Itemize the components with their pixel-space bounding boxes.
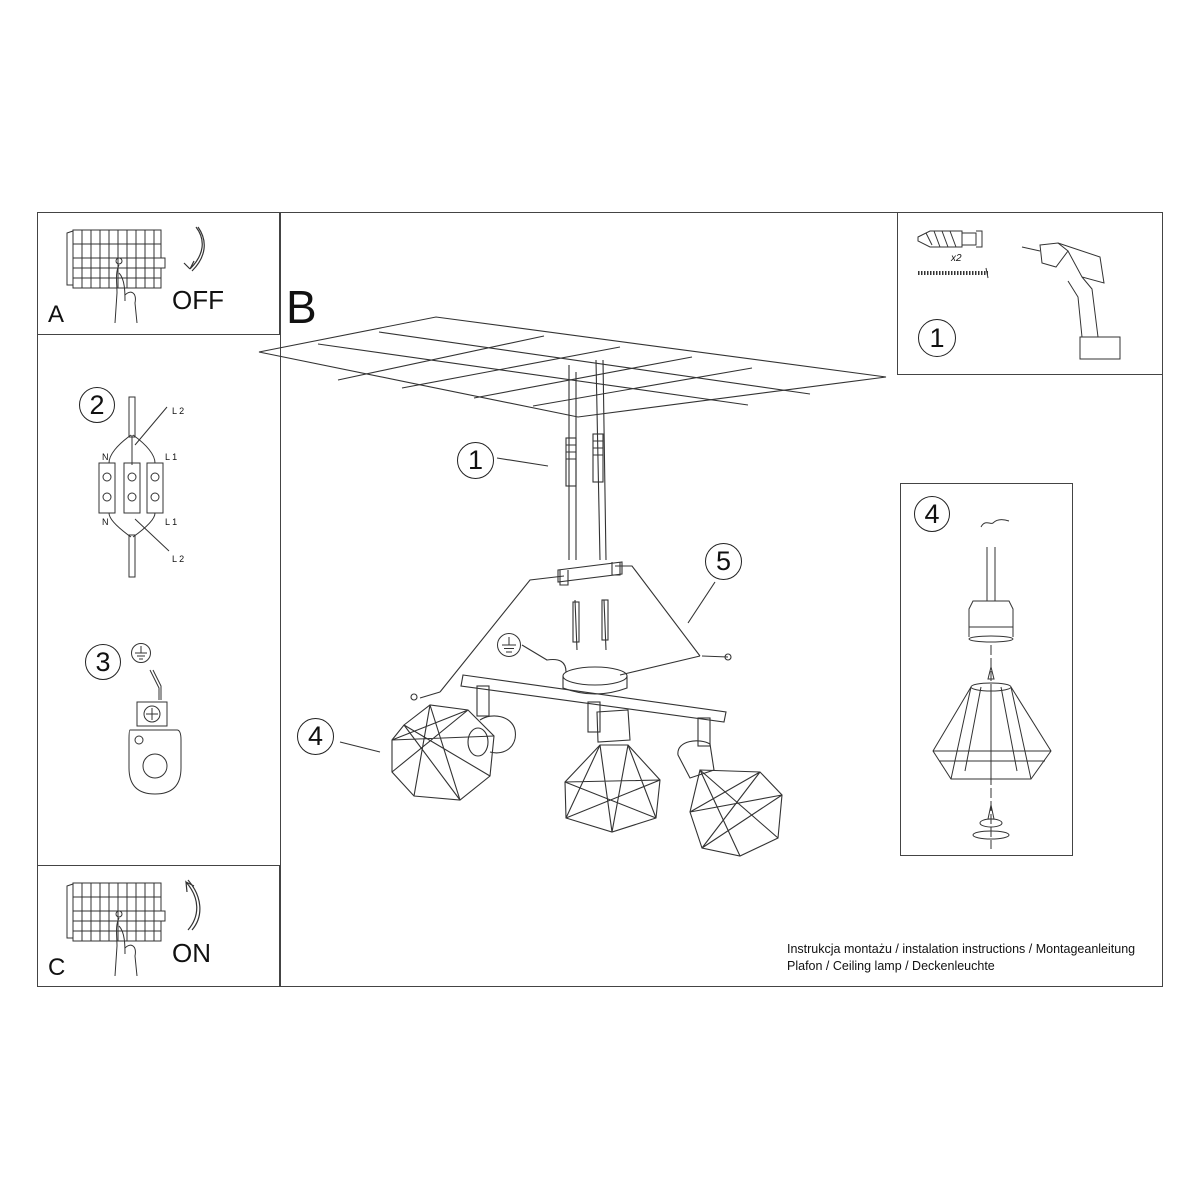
step-2-badge: 2 (79, 387, 115, 423)
panel-b-letter: B (286, 281, 317, 333)
panel-c-letter: C (48, 954, 66, 981)
shade-assembly-diagram (932, 519, 1052, 849)
ceiling-surface (258, 316, 887, 418)
screw-icon (918, 267, 989, 279)
wire-label-l1-top: L 1 (165, 452, 178, 462)
turn-on-arrow-icon (185, 879, 201, 931)
wire-label-l2-bottom: L 2 (172, 554, 185, 564)
callout-1: 1 (457, 442, 494, 479)
left-column-divider (280, 212, 281, 987)
panel-c-power-on: ON C (37, 865, 280, 987)
power-on-label: ON (172, 938, 211, 968)
power-off-label: OFF (172, 285, 224, 315)
wire-label-l1-bottom: L 1 (165, 517, 178, 527)
circuit-breaker-on-icon (66, 882, 166, 977)
caption-line-2: Plafon / Ceiling lamp / Deckenleuchte (787, 959, 995, 973)
step-1-tools-panel: x2 1 (897, 212, 1163, 375)
wall-plug-icon (917, 230, 983, 248)
ceiling-lamp-assembly-diagram (258, 316, 887, 857)
wire-label-n-bottom: N (102, 517, 109, 527)
ground-terminal-lug (128, 669, 182, 795)
wire-label-n-top: N (102, 452, 109, 462)
power-drill-icon (1021, 242, 1121, 360)
step-4-detail-panel: 4 (900, 483, 1073, 856)
step-3-badge: 3 (85, 644, 121, 680)
step-1-badge: 1 (918, 319, 956, 357)
panel-a-letter: A (48, 301, 65, 328)
ground-icon-main (497, 633, 521, 657)
caption-line-1: Instrukcja montażu / instalation instruc… (787, 942, 1136, 956)
panel-a-power-off: OFF A (37, 212, 280, 335)
turn-off-arrow-icon (183, 226, 205, 272)
ground-icon (131, 643, 151, 663)
instruction-sheet-frame (37, 212, 1163, 987)
callout-4: 4 (297, 718, 334, 755)
step-4-badge: 4 (914, 496, 950, 532)
instructions-caption: Instrukcja montażu / instalation instruc… (787, 941, 1135, 975)
wire-label-l2-top: L 2 (172, 406, 185, 416)
circuit-breaker-off-icon (66, 229, 166, 324)
callout-5: 5 (705, 543, 742, 580)
quantity-label: x2 (951, 253, 962, 264)
terminal-block-wiring-diagram (98, 396, 170, 578)
